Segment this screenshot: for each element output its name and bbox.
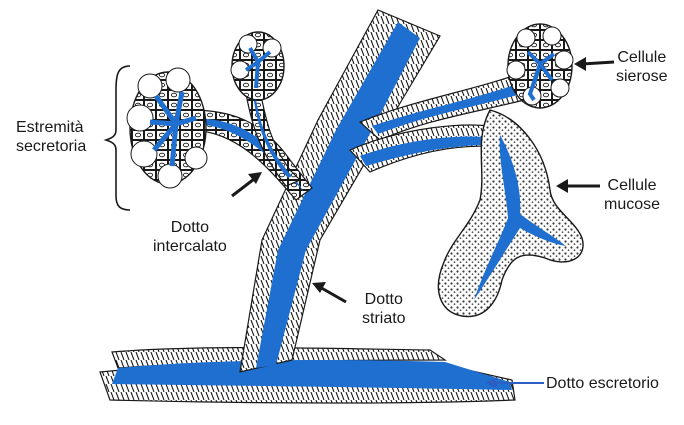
label-dotto-escretorio: Dotto escretorio (546, 374, 659, 393)
secretory-bracket (106, 66, 130, 210)
label-cellule-mucose: Cellule mucose (604, 176, 660, 214)
label-sierose-line2: sierose (616, 67, 668, 86)
excretory-duct (100, 348, 515, 403)
secretory-endpiece-upper (231, 32, 284, 100)
label-sierose-line1: Cellule (616, 48, 668, 67)
label-estremita-line2: secretoria (16, 137, 86, 156)
label-estremita-secretoria: Estremità secretoria (16, 118, 86, 156)
label-striato-line1: Dotto (362, 290, 406, 309)
label-cellule-sierose: Cellule sierose (616, 48, 668, 86)
arrow-escretorio (486, 377, 544, 389)
label-intercalato-line1: Dotto (153, 218, 227, 237)
serous-acinus (507, 24, 573, 108)
arrow-striato (312, 282, 346, 302)
label-dotto-intercalato: Dotto intercalato (153, 218, 227, 256)
arrow-intercalato (232, 172, 262, 196)
secretory-endpiece-lower (127, 68, 207, 188)
label-striato-line2: striato (362, 309, 406, 328)
arrow-mucose (556, 179, 600, 193)
label-mucose-line2: mucose (604, 195, 660, 214)
label-estremita-line1: Estremità (16, 118, 86, 137)
label-mucose-line1: Cellule (604, 176, 660, 195)
label-intercalato-line2: intercalato (153, 237, 227, 256)
label-dotto-striato: Dotto striato (362, 290, 406, 328)
arrow-sierose (574, 57, 614, 71)
